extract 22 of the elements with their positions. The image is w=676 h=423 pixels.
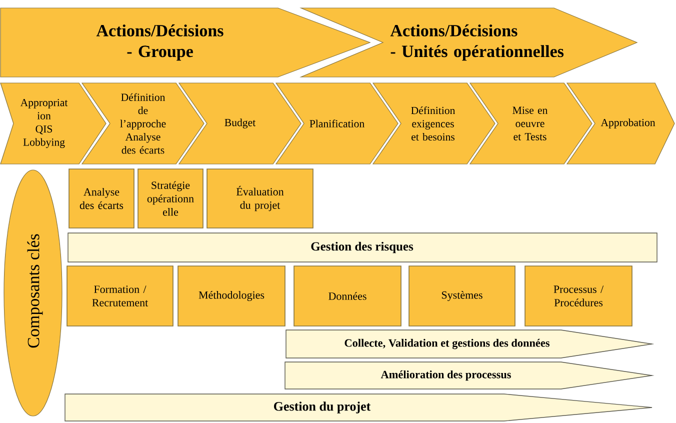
component-box: Analyse des écarts [68,168,134,228]
step-box: Planification [275,82,398,164]
step-box: Appropriat ion QIS Lobbying [0,82,106,164]
component-box: Données [294,266,402,326]
pointed-banner: Gestion du projet [64,394,652,422]
node-label: Approbation [600,118,656,128]
pointed-banner: Amélioration des processus [284,362,654,390]
component-box: Méthodologies [178,266,286,326]
component-box: Systèmes [408,266,516,326]
component-box: Processus / Procédures [524,266,632,326]
component-box: Évaluation du projet [206,168,314,228]
step-box: Budget [178,82,302,164]
pointed-banner: Actions/Décisions - Groupe [0,8,371,78]
pointed-banner: Collecte, Validation et gestions des données [286,330,654,358]
step-box: Approbation [566,82,675,164]
step-box: Définition de l’approche Analyse des écarts [81,82,204,164]
banner-bar: Gestion des risques [68,232,658,262]
pointed-banner: Actions/Décisions - Unités opérationnelles [300,8,638,78]
component-box: Stratégie opérationn elle [138,168,204,228]
component-box: Formation / Recrutement [66,266,174,326]
step-box: Définition exigences et besoins [372,82,496,164]
step-box: Mise en oeuvre et Tests [469,82,592,164]
